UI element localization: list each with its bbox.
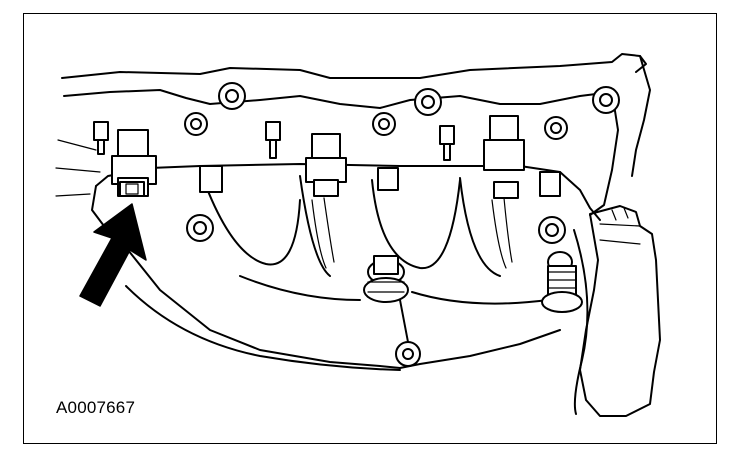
exhaust-manifold bbox=[91, 163, 601, 371]
coil-retaining-bolt bbox=[119, 181, 145, 197]
manifold-mounting-bosses bbox=[186, 214, 566, 367]
indicator-arrow bbox=[79, 203, 147, 307]
lower-studs bbox=[363, 251, 583, 313]
spark-plugs bbox=[93, 121, 455, 161]
head-bolts bbox=[184, 82, 620, 140]
ignition-coils bbox=[111, 115, 561, 199]
cylinder-head-outline bbox=[55, 53, 651, 216]
figure-id-label: A0007667 bbox=[56, 398, 136, 417]
heat-shield bbox=[573, 205, 661, 417]
